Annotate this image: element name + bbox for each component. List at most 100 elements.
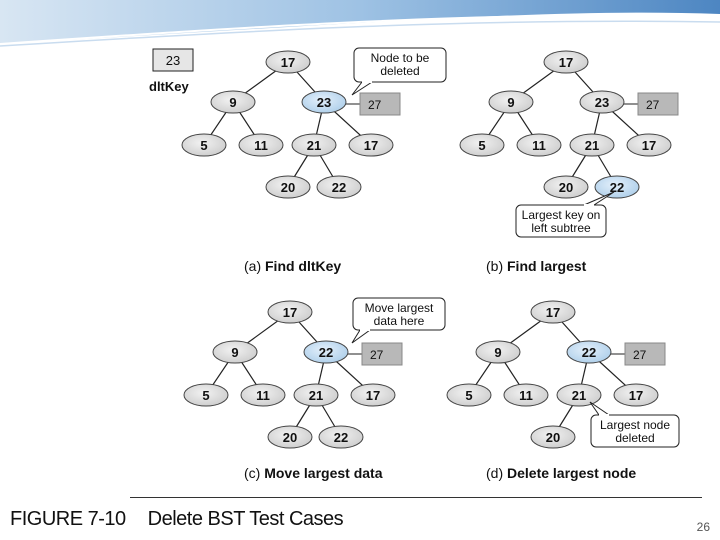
tree-node <box>350 383 396 407</box>
side-value: 27 <box>633 348 647 362</box>
tree-node <box>183 383 229 407</box>
callout-text: Largest key on <box>522 208 601 222</box>
node-value: 17 <box>642 138 656 153</box>
tree-node <box>594 175 640 199</box>
callout-text: deleted <box>380 64 419 78</box>
tree-node <box>475 340 521 364</box>
callout-tail <box>351 329 372 344</box>
side-value: 27 <box>370 348 384 362</box>
banner-swoosh-2 <box>0 20 720 47</box>
side-value-box <box>361 342 403 366</box>
figure-title: Delete BST Test Cases <box>147 508 344 530</box>
node-value: 23 <box>595 95 609 110</box>
node-value: 20 <box>546 430 560 445</box>
callout-bubble <box>515 204 607 238</box>
node-value: 11 <box>254 138 268 153</box>
panel-caption: (c) Move largest data <box>244 465 383 481</box>
node-value: 9 <box>229 95 236 110</box>
tree-node <box>212 340 258 364</box>
tree-node <box>181 133 227 157</box>
figure-number: FIGURE 7-10 <box>10 508 126 530</box>
tree-node <box>488 90 534 114</box>
node-value: 5 <box>202 388 209 403</box>
node-value: 11 <box>532 138 546 153</box>
node-value: 22 <box>610 180 624 195</box>
node-value: 11 <box>519 388 533 403</box>
node-value: 21 <box>309 388 323 403</box>
node-value: 21 <box>585 138 599 153</box>
node-value: 17 <box>283 305 297 320</box>
node-value: 17 <box>559 55 573 70</box>
callout-bubble <box>590 414 680 448</box>
callout-tail <box>589 401 611 416</box>
node-value: 5 <box>465 388 472 403</box>
callout-bubble <box>353 47 447 83</box>
tree-node <box>503 383 549 407</box>
tree-node <box>210 90 256 114</box>
side-value: 27 <box>368 98 382 112</box>
tree-node <box>569 133 615 157</box>
page-number: 26 <box>696 520 710 534</box>
dltkey-box: 23 dltKey <box>149 48 194 94</box>
tree-node <box>530 300 576 324</box>
tree-node <box>265 175 311 199</box>
tree-node <box>265 50 311 74</box>
side-value-box <box>637 92 679 116</box>
node-value: 23 <box>317 95 331 110</box>
tree-node <box>459 133 505 157</box>
tree-node <box>240 383 286 407</box>
tree-node <box>316 175 362 199</box>
node-value: 17 <box>281 55 295 70</box>
node-value: 22 <box>582 345 596 360</box>
tree-node <box>318 425 364 449</box>
node-value: 17 <box>546 305 560 320</box>
tree-node <box>543 175 589 199</box>
panel-caption: (d) Delete largest node <box>486 465 636 481</box>
side-value: 27 <box>646 98 660 112</box>
callout-bubble <box>352 297 446 331</box>
node-value: 17 <box>364 138 378 153</box>
side-value-box <box>359 92 401 116</box>
header-banner <box>0 0 720 47</box>
callout-text: data here <box>374 314 425 328</box>
dltkey-label: dltKey <box>149 79 190 94</box>
dltkey-value: 23 <box>166 53 180 68</box>
node-value: 17 <box>629 388 643 403</box>
callout-text: deleted <box>615 431 654 445</box>
tree-node <box>579 90 625 114</box>
tree-node <box>446 383 492 407</box>
tree-node <box>566 340 612 364</box>
node-value: 11 <box>256 388 270 403</box>
node-value: 22 <box>334 430 348 445</box>
tree-node <box>238 133 284 157</box>
node-value: 20 <box>281 180 295 195</box>
node-value: 9 <box>507 95 514 110</box>
caption-rule <box>130 497 702 498</box>
node-value: 17 <box>366 388 380 403</box>
tree-node <box>613 383 659 407</box>
node-value: 22 <box>319 345 333 360</box>
tree-node <box>303 340 349 364</box>
banner-swoosh <box>0 14 720 45</box>
tree-node <box>267 300 313 324</box>
panel-caption: (a) Find dltKey <box>244 258 341 274</box>
tree-node <box>543 50 589 74</box>
side-value-box <box>624 342 666 366</box>
node-value: 9 <box>494 345 501 360</box>
node-value: 5 <box>200 138 207 153</box>
tree-node <box>556 383 602 407</box>
tree-node <box>626 133 672 157</box>
tree-node <box>293 383 339 407</box>
node-value: 20 <box>283 430 297 445</box>
tree-node <box>348 133 394 157</box>
tree-node <box>267 425 313 449</box>
node-value: 20 <box>559 180 573 195</box>
tree-node <box>301 90 347 114</box>
node-value: 21 <box>307 138 321 153</box>
